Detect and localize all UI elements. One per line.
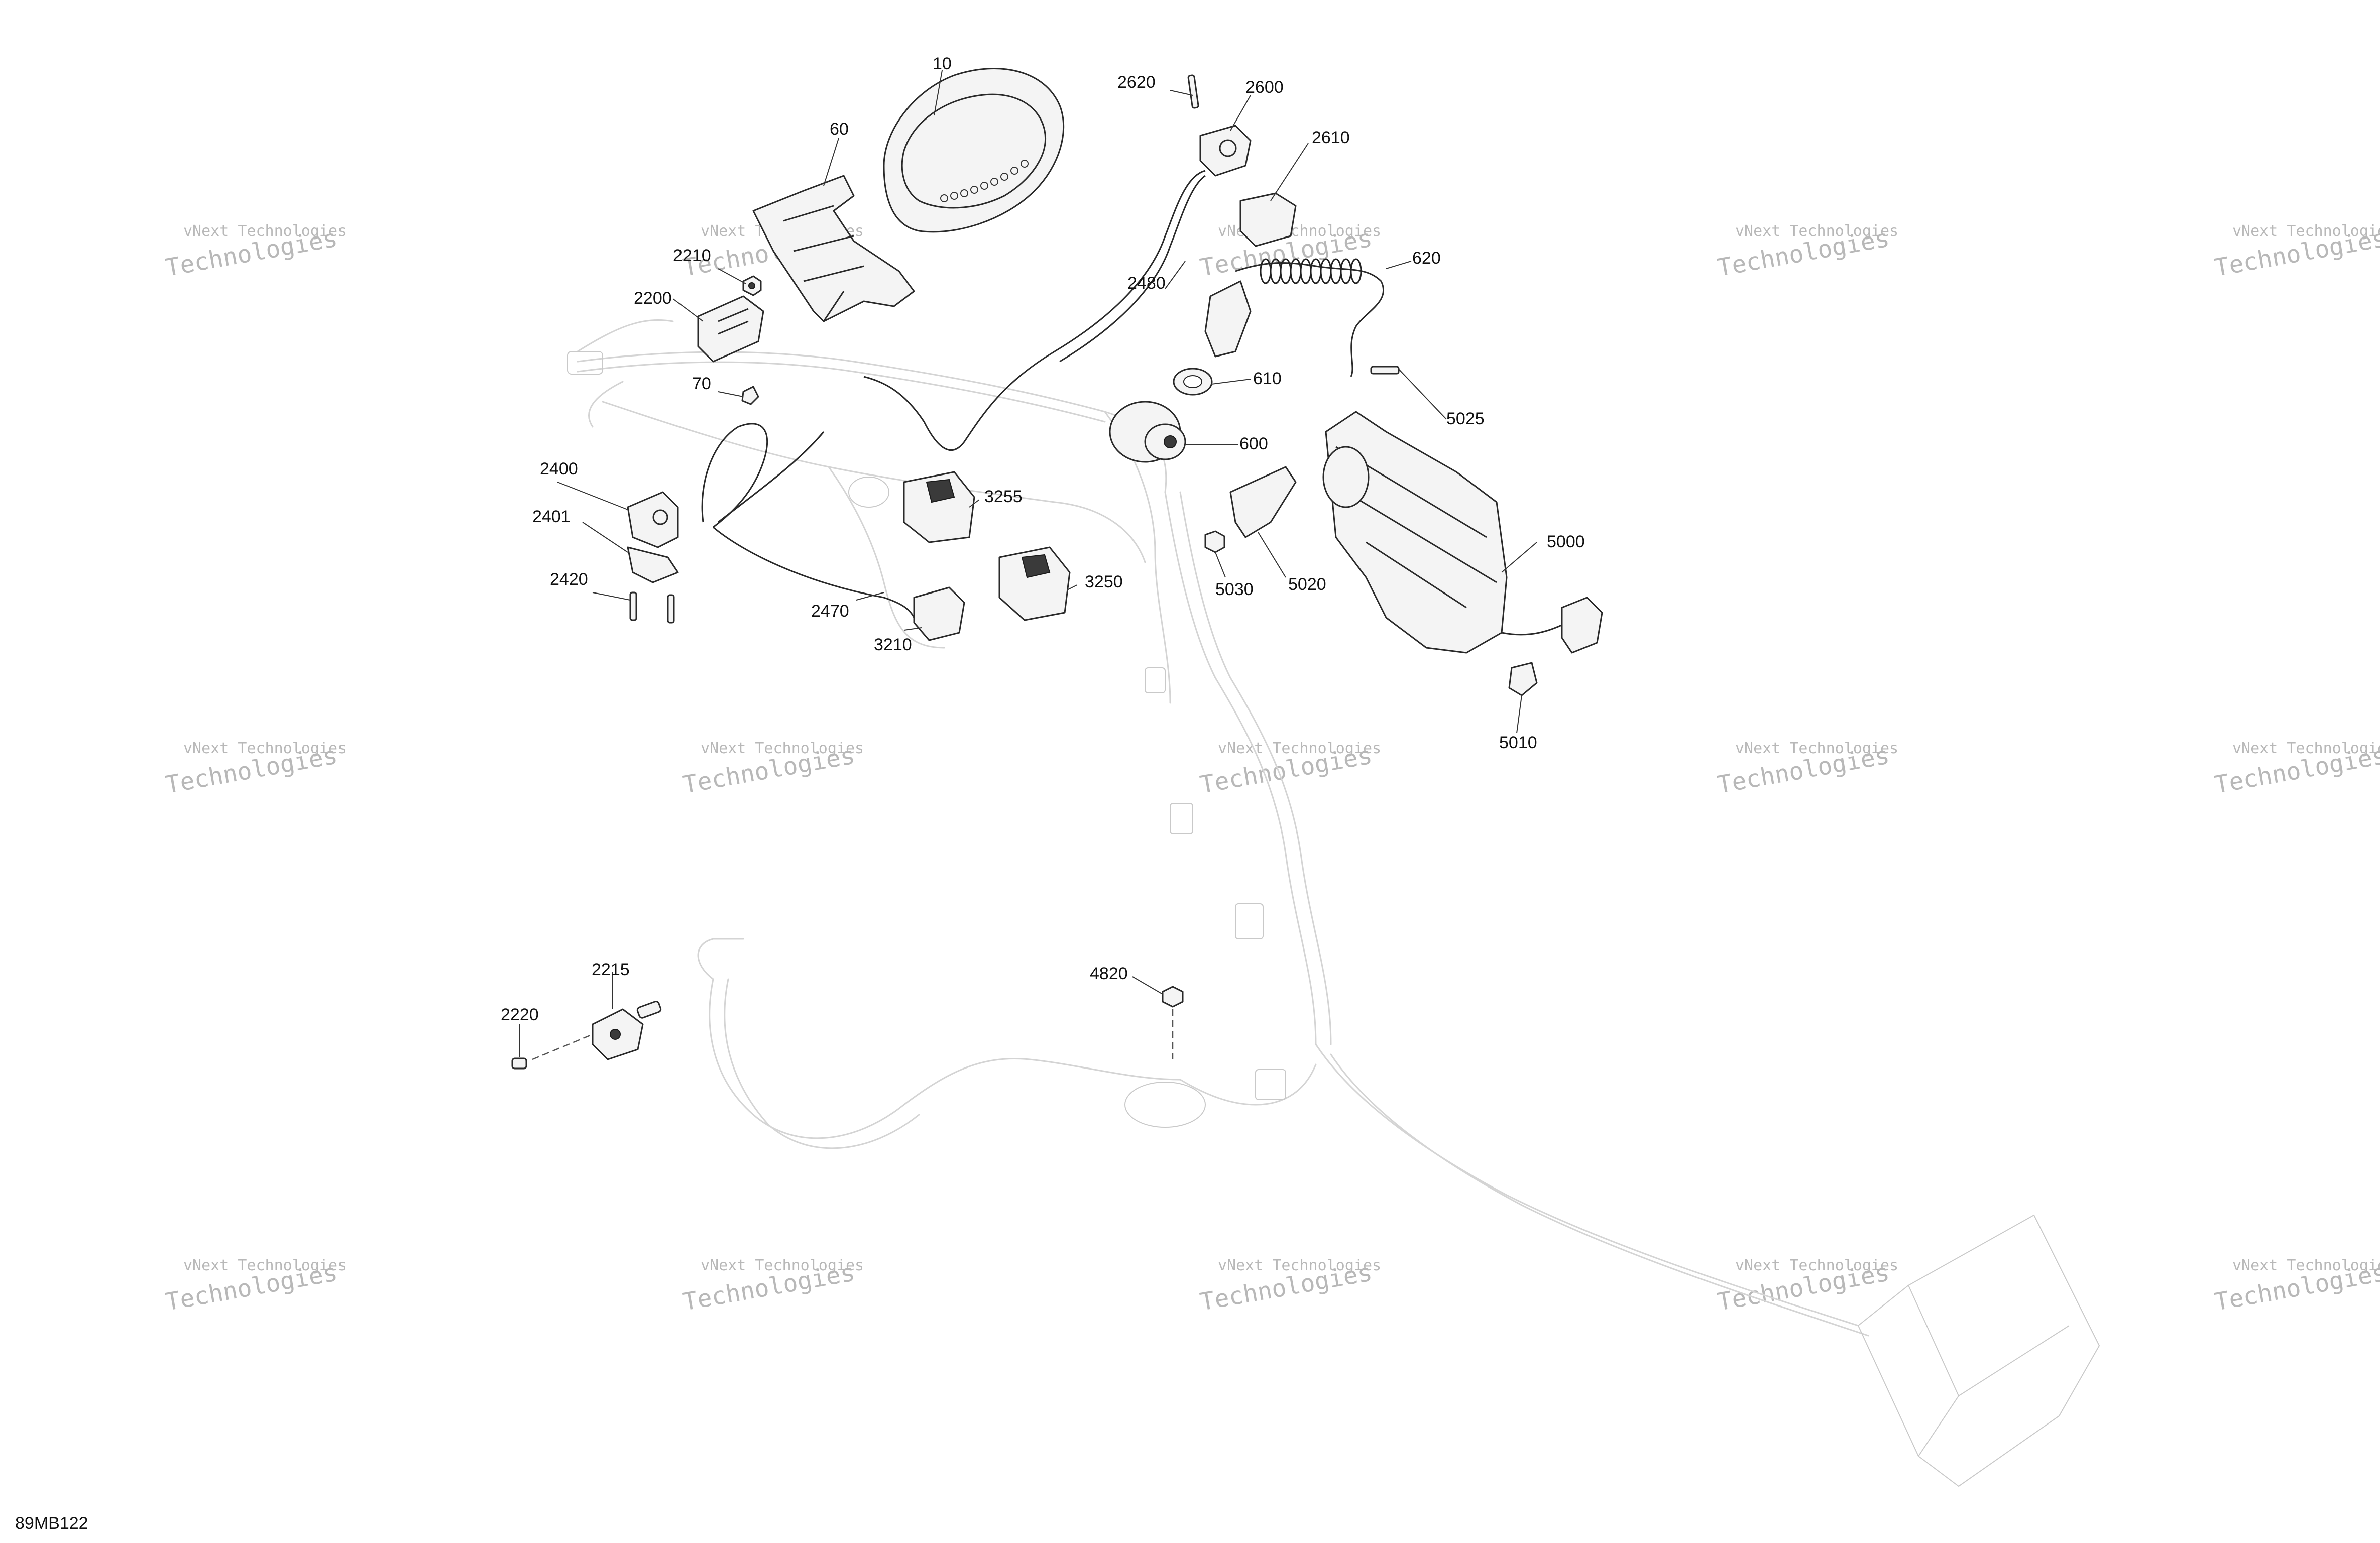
- part-70-clip: [741, 386, 759, 405]
- part-5025-screw: [1370, 366, 1400, 375]
- part-2480-cable: [863, 170, 1206, 451]
- part-3250-rocker-switch: [998, 546, 1071, 621]
- callout-610: 610: [1253, 369, 1282, 388]
- watermark: vNext Technologies Technologies: [1715, 1257, 1898, 1317]
- svg-text:vNext Technologies: vNext Technologies: [1735, 740, 1898, 757]
- watermark: vNext Technologies Technologies: [1715, 222, 1898, 282]
- callout-5025: 5025: [1446, 409, 1485, 428]
- svg-text:vNext Technologies: vNext Technologies: [1735, 222, 1898, 240]
- part-2215-sensor: [592, 1000, 662, 1060]
- part-10-display: [883, 68, 1065, 233]
- callout-60: 60: [830, 120, 849, 139]
- svg-text:vNext Technologies: vNext Technologies: [1735, 1257, 1898, 1274]
- watermark: vNext Technologies Technologies: [163, 740, 347, 799]
- callout-2420: 2420: [550, 570, 588, 589]
- svg-text:vNext Technologies: vNext Technologies: [1218, 1257, 1381, 1274]
- svg-text:vNext Technologies: vNext Technologies: [2232, 222, 2380, 240]
- watermark: vNext Technologies Technologies: [163, 222, 347, 282]
- callout-70: 70: [692, 374, 711, 393]
- part-4820-nut: [1162, 986, 1184, 1008]
- watermark: vNext Technologies Technologies: [681, 1257, 864, 1317]
- leader-lines: [519, 70, 1537, 1057]
- watermark: vNext Technologies Technologies: [2212, 1257, 2380, 1317]
- part-60-bracket: [752, 175, 915, 322]
- part-2600-switch: [1199, 125, 1252, 177]
- callout-2200: 2200: [634, 289, 672, 308]
- callout-620: 620: [1412, 249, 1441, 268]
- callout-5030: 5030: [1215, 580, 1254, 599]
- svg-text:vNext Technologies: vNext Technologies: [701, 1257, 864, 1274]
- svg-text:vNext Technologies: vNext Technologies: [2232, 740, 2380, 757]
- svg-text:vNext Technologies: vNext Technologies: [701, 740, 864, 757]
- watermark: vNext Technologies Technologies: [681, 740, 864, 799]
- callout-10: 10: [933, 54, 952, 73]
- watermark: vNext Technologies Technologies: [1198, 1257, 1381, 1317]
- watermark: vNext Technologies Technologies: [1198, 740, 1381, 799]
- callout-2610: 2610: [1312, 128, 1350, 147]
- callout-2600: 2600: [1245, 78, 1284, 97]
- svg-text:vNext Technologies: vNext Technologies: [2232, 1257, 2380, 1274]
- callout-3210: 3210: [874, 635, 912, 654]
- callout-2220: 2220: [501, 1005, 539, 1024]
- part-5010-connector: [1508, 662, 1538, 696]
- callout-2620: 2620: [1117, 73, 1156, 92]
- callout-4820: 4820: [1090, 964, 1128, 983]
- callout-600: 600: [1239, 434, 1268, 453]
- callouts: 10 60 70 600 610 620 2200 2210 2215 2220…: [501, 54, 1585, 1024]
- part-2220-screw: [511, 1057, 527, 1070]
- watermark: vNext Technologies Technologies: [163, 1257, 347, 1317]
- part-5030-nut: [1204, 530, 1225, 553]
- callout-5020: 5020: [1288, 575, 1326, 594]
- part-2400-switch-housing: [627, 491, 679, 548]
- assembly-dash-2220: [532, 1033, 593, 1060]
- watermark: vNext Technologies Technologies: [2212, 222, 2380, 282]
- callout-2480: 2480: [1127, 274, 1166, 293]
- part-2420-screws: [629, 591, 675, 624]
- svg-text:vNext Technologies: vNext Technologies: [183, 222, 347, 240]
- part-2401-clamp: [627, 546, 679, 583]
- watermark: vNext Technologies Technologies: [1715, 740, 1898, 799]
- callout-2210: 2210: [673, 246, 711, 265]
- part-2210-nut: [742, 275, 762, 296]
- callout-2215: 2215: [592, 960, 630, 979]
- part-620-coil-cord: [1204, 258, 1385, 377]
- part-3210-connector: [913, 586, 965, 641]
- callout-2470: 2470: [811, 602, 849, 621]
- part-2470-cable: [701, 423, 915, 618]
- part-5020-bracket: [1229, 466, 1297, 538]
- callout-5010: 5010: [1499, 733, 1537, 752]
- callout-5000: 5000: [1547, 532, 1585, 551]
- part-2200-connector: [697, 295, 764, 363]
- part-2620-screw: [1187, 74, 1199, 109]
- svg-text:vNext Technologies: vNext Technologies: [183, 1257, 347, 1274]
- part-600-key-switch: [1109, 401, 1186, 463]
- watermark: vNext Technologies Technologies: [2212, 740, 2380, 799]
- part-610-ring: [1173, 368, 1213, 396]
- callout-3250: 3250: [1085, 572, 1123, 591]
- callout-2400: 2400: [540, 459, 578, 479]
- callout-3255: 3255: [984, 487, 1023, 506]
- svg-text:vNext Technologies: vNext Technologies: [183, 740, 347, 757]
- part-5000-ecu: [1322, 411, 1603, 654]
- callout-2401: 2401: [532, 507, 571, 526]
- figure-reference: 89MB122: [15, 1514, 88, 1533]
- part-3255-rocker-switch: [903, 471, 975, 543]
- svg-text:vNext Technologies: vNext Technologies: [1218, 740, 1381, 757]
